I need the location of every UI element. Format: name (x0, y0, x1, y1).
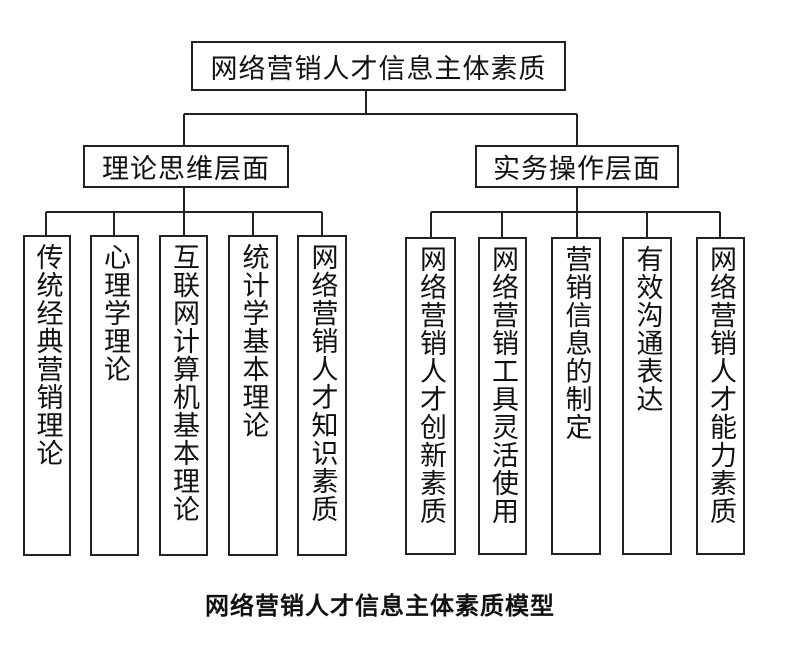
leaf-theory-3: 互联网计算机基本理论 (159, 235, 208, 556)
branch-practice: 实务操作层面 (475, 145, 679, 188)
leaf-label: 互联网计算机基本理论 (168, 243, 199, 523)
leaf-label: 心理学理论 (99, 243, 130, 383)
branch-theory-label: 理论思维层面 (102, 154, 270, 185)
leaf-label: 网络营销人才知识素质 (306, 243, 338, 523)
leaf-practice-3: 营销信息的制定 (551, 237, 601, 555)
leaf-label: 网络营销工具灵活使用 (487, 245, 518, 525)
leaf-label: 有效沟通表达 (631, 245, 663, 413)
leaf-label: 网络营销人才能力素质 (705, 245, 736, 525)
leaf-theory-2: 心理学理论 (90, 235, 139, 556)
leaf-label: 网络营销人才创新素质 (415, 245, 446, 525)
root-node: 网络营销人才信息主体素质 (191, 41, 566, 91)
leaf-label: 营销信息的制定 (560, 245, 592, 441)
leaf-practice-2: 网络营销工具灵活使用 (478, 237, 527, 555)
leaf-practice-5: 网络营销人才能力素质 (696, 237, 745, 555)
branch-practice-label: 实务操作层面 (493, 154, 661, 185)
root-label: 网络营销人才信息主体素质 (210, 53, 547, 85)
leaf-label: 传统经典营销理论 (31, 243, 63, 467)
leaf-practice-1: 网络营销人才创新素质 (405, 237, 456, 555)
diagram-caption: 网络营销人才信息主体素质模型 (205, 592, 555, 620)
leaf-label: 统计学基本理论 (237, 243, 269, 439)
leaf-theory-5: 网络营销人才知识素质 (297, 235, 347, 556)
branch-theory: 理论思维层面 (83, 145, 289, 188)
leaf-theory-4: 统计学基本理论 (228, 235, 278, 556)
leaf-theory-1: 传统经典营销理论 (23, 235, 71, 556)
leaf-practice-4: 有效沟通表达 (622, 237, 672, 555)
